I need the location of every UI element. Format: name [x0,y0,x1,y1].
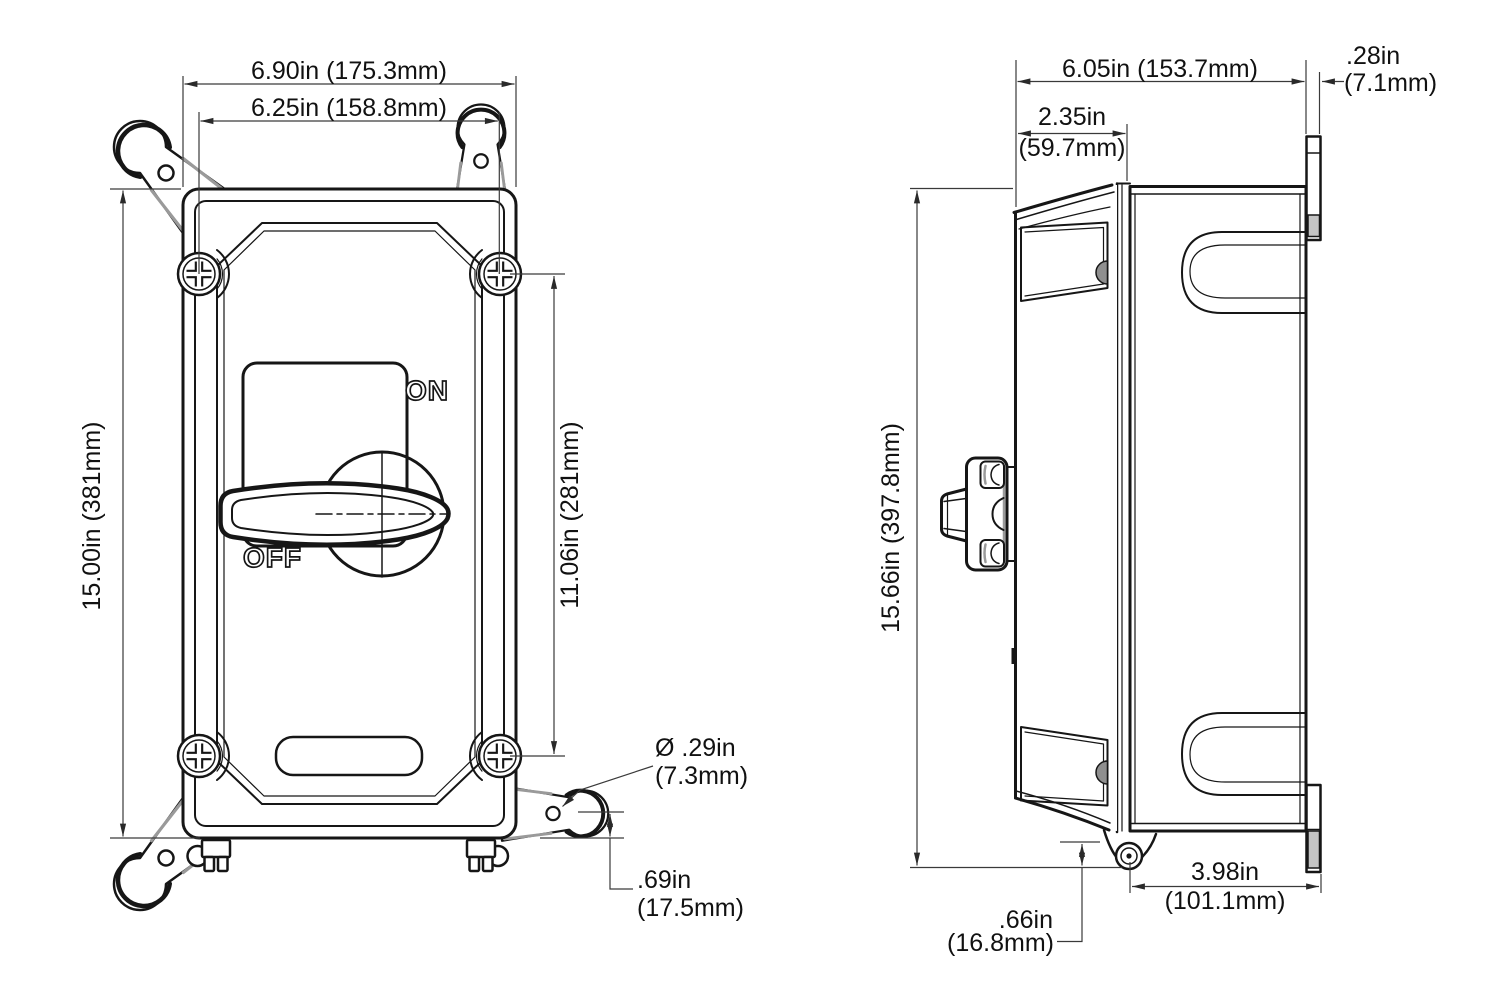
cover-screw-top [1095,260,1109,285]
dim-tab-offset-line1: .69in [637,866,691,894]
enclosure-side-body [1128,185,1308,833]
switch-label-off: OFF [243,542,302,573]
cover-screw-bottom [1095,760,1109,785]
bottom-feet [186,838,510,873]
dim-flange-span-line1: 3.98in [1191,858,1259,886]
disconnect-handle [218,481,451,547]
rear-flange-bottom-tab [1305,783,1322,874]
disconnect-switch: ON OFF [218,361,451,578]
dim-flange-span-line2: (101.1mm) [1165,887,1286,915]
enclosure-side-cover [1011,183,1117,832]
dim-overall-height: 15.00in (381mm) [78,422,106,611]
dim-hole-diameter-line2: (7.3mm) [655,762,748,790]
dim-overall-depth: 6.05in (153.7mm) [1062,55,1258,83]
mounting-tab-bottom-right [499,784,611,843]
dim-foot-offset-line1: .66in [999,906,1053,934]
dim-cover-depth-line1: 2.35in [1038,103,1106,131]
dim-hole-span-width: 6.25in (158.8mm) [251,94,447,122]
side-view: 6.05in (153.7mm) 2.35in (59.7mm) .28in (… [877,42,1437,957]
dim-screw-span-height: 11.06in (281mm) [556,421,584,608]
foot-left [200,838,232,873]
bottom-screw-boss [1102,828,1158,871]
handle-shaft-profile [940,487,968,543]
side-view-dimensions: 6.05in (153.7mm) 2.35in (59.7mm) .28in (… [877,42,1437,957]
switch-label-on: ON [405,375,449,406]
dim-side-overall-height: 15.66in (397.8mm) [877,423,905,633]
rear-flange-top-tab [1305,135,1322,242]
dim-overall-width: 6.90in (175.3mm) [251,57,447,85]
front-view: ON OFF 6.90in (175.3mm) 6.25in (158.8mm)… [78,57,748,924]
handle-hub-profile [940,456,1017,572]
nameplate [274,735,424,777]
dim-flange-thickness-line2: (7.1mm) [1344,69,1437,97]
side-body-outline [1128,185,1308,833]
dim-flange-thickness-line1: .28in [1346,42,1400,70]
dim-hole-diameter-line1: Ø .29in [655,734,736,762]
foot-right [465,838,497,873]
dim-tab-offset-line2: (17.5mm) [637,894,744,922]
dim-foot-offset-line2: (16.8mm) [947,929,1054,957]
dim-cover-depth-line2: (59.7mm) [1019,134,1126,162]
cover-hinge-pin [1011,648,1016,664]
front-view-dimensions: 6.90in (175.3mm) 6.25in (158.8mm) 15.00i… [78,57,748,922]
cover-seam [1115,182,1131,834]
